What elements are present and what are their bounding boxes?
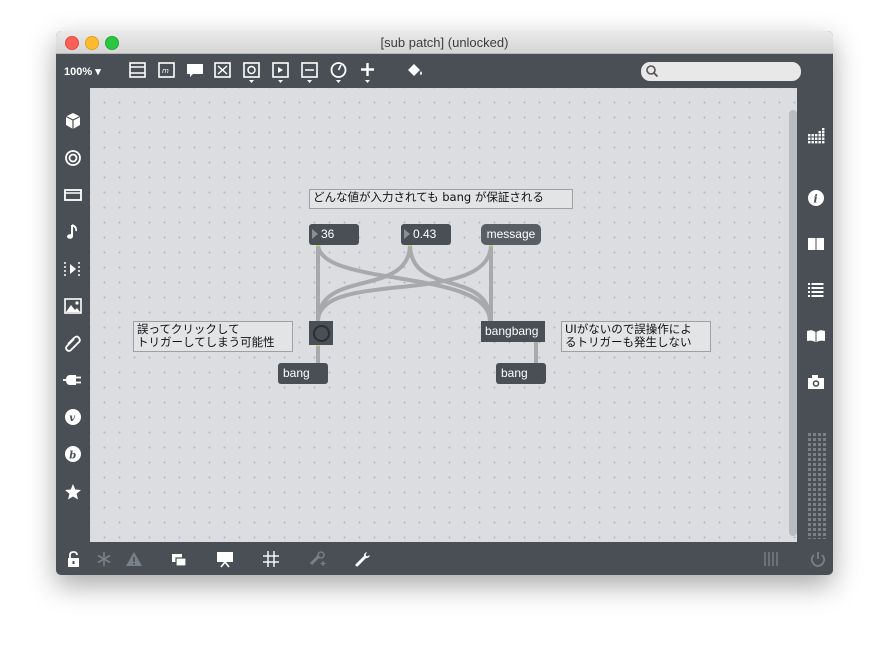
comment-top[interactable]: どんな値が入力されても bang が保証される [309, 189, 573, 209]
music-note-icon[interactable] [62, 221, 84, 243]
list-icon[interactable] [805, 279, 827, 301]
snowflake-icon[interactable] [94, 549, 114, 569]
presentation-icon[interactable] [127, 59, 149, 83]
button-icon[interactable] [241, 59, 263, 83]
paint-bucket-icon[interactable] [404, 59, 426, 83]
grid-snap-icon[interactable] [261, 549, 281, 569]
close-button[interactable] [65, 36, 79, 50]
vizzie-icon[interactable]: v [62, 406, 84, 428]
svg-text:v: v [69, 413, 75, 424]
zoom-button[interactable] [105, 36, 119, 50]
message-icon[interactable]: m [156, 59, 178, 83]
plus-icon[interactable] [357, 59, 379, 83]
star-icon[interactable] [62, 481, 84, 503]
patch-cord-num1-bangbang [316, 242, 492, 323]
dial-icon[interactable] [328, 59, 350, 83]
toolbar: 100% ▾ m [56, 54, 833, 88]
svg-text:m: m [162, 67, 169, 75]
bottom-toolbar [56, 542, 833, 575]
beap-icon[interactable]: b [62, 443, 84, 465]
toggle-icon[interactable] [212, 59, 234, 83]
debug-icon[interactable] [307, 549, 327, 569]
number-box-arrow-icon [312, 229, 318, 239]
windows-icon[interactable] [169, 549, 189, 569]
mixer-icon[interactable] [761, 549, 781, 569]
search-icon [646, 65, 659, 78]
number-box-float[interactable]: 0.43 [401, 224, 451, 245]
bang-object-left[interactable]: bang [278, 363, 328, 384]
slider-icon[interactable] [299, 59, 321, 83]
target-icon[interactable] [62, 147, 84, 169]
book-icon[interactable] [805, 233, 827, 255]
camera-icon[interactable] [805, 371, 827, 393]
window-title: [sub patch] (unlocked) [380, 35, 509, 50]
plug-icon[interactable] [62, 369, 84, 391]
bang-button-ui[interactable] [309, 321, 333, 345]
window-icon[interactable] [62, 184, 84, 206]
grid-icon[interactable] [805, 125, 827, 147]
comment-icon[interactable] [184, 59, 206, 83]
number-box-arrow-icon [404, 229, 410, 239]
bangbang-object[interactable]: bangbang [481, 321, 545, 342]
number-box-int[interactable]: 36 [309, 224, 359, 245]
play-icon[interactable] [270, 59, 292, 83]
patcher-canvas[interactable]: どんな値が入力されても bang が保証される 36 0.43 message … [90, 88, 797, 542]
patcher-window: [sub patch] (unlocked) 100% ▾ m [56, 31, 833, 575]
minimize-button[interactable] [85, 36, 99, 50]
presentation-screen-icon[interactable] [215, 549, 235, 569]
title-bar: [sub patch] (unlocked) [56, 31, 833, 54]
vertical-scrollbar[interactable] [789, 110, 797, 536]
search-input[interactable] [641, 62, 801, 81]
patch-cord-num2-button [316, 242, 412, 323]
zoom-menu[interactable]: 100% ▾ [64, 66, 101, 78]
wrench-icon[interactable] [353, 549, 373, 569]
power-icon[interactable] [808, 549, 828, 569]
patch-cords [315, 241, 539, 365]
lock-icon[interactable] [64, 549, 84, 569]
image-icon[interactable] [62, 295, 84, 317]
warning-icon[interactable] [124, 549, 144, 569]
info-icon[interactable]: i [805, 187, 827, 209]
comment-left[interactable]: 誤ってクリックして トリガーしてしまう可能性 [133, 321, 293, 352]
open-book-icon[interactable] [805, 325, 827, 347]
paperclip-icon[interactable] [62, 332, 84, 354]
patch-cord-num2-bangbang [408, 242, 492, 323]
patch-cord-msg-button [316, 242, 493, 323]
bang-object-right[interactable]: bang [496, 363, 546, 384]
bang-circle-icon [313, 325, 330, 342]
svg-text:i: i [814, 193, 818, 206]
cube-icon[interactable] [62, 110, 84, 132]
message-box[interactable]: message [481, 224, 541, 245]
level-meter [808, 433, 826, 539]
comment-right[interactable]: UIがないので誤操作によ るトリガーも発生しない [561, 321, 711, 352]
svg-text:b: b [69, 451, 76, 462]
playlist-icon[interactable] [62, 258, 84, 280]
